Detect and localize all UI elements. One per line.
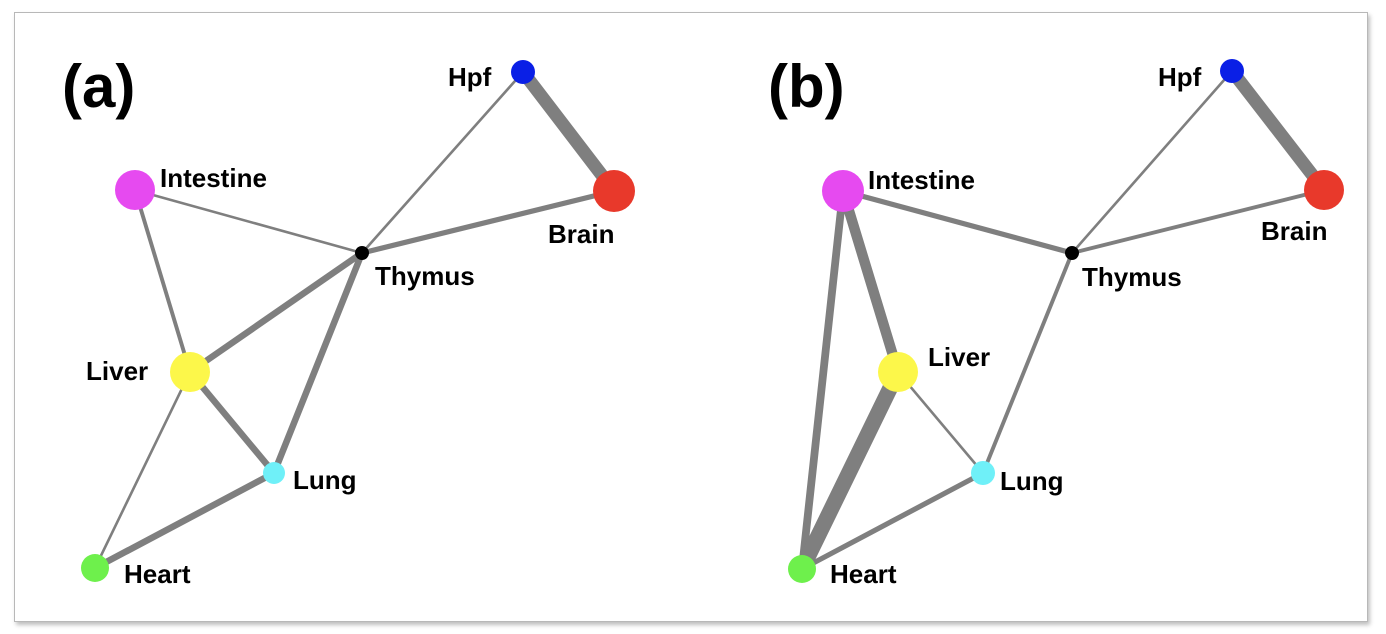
node-brain [593,170,635,212]
node-liver [878,352,918,392]
node-brain [1304,170,1344,210]
edge-thymus-lung [981,251,1074,475]
edge-intestine-thymus [133,188,364,255]
panel-b-edges [794,64,1331,577]
node-label-heart: Heart [124,559,191,589]
edge-intestine-heart [798,187,847,573]
edge-thymus-brain [359,188,617,256]
panel-a-label: (a) [62,53,135,120]
node-label-lung: Lung [1000,466,1064,496]
node-label-brain: Brain [1261,216,1327,246]
node-lung [971,461,995,485]
node-liver [170,352,210,392]
edge-liver-lung [896,370,985,475]
panel-a-edges [91,65,621,572]
edge-heart-lung [91,469,278,572]
node-thymus [355,246,369,260]
node-label-heart: Heart [830,559,897,589]
node-label-brain: Brain [548,219,614,249]
node-label-liver: Liver [928,342,990,372]
edge-hpf-brain [1225,64,1331,197]
node-thymus [1065,246,1079,260]
figure-frame [14,12,1368,622]
edge-intestine-liver [837,185,904,378]
panel-b-nodes [788,59,1344,583]
edge-liver-heart [93,370,192,570]
panel-b-label: (b) [768,53,845,120]
edge-liver-lung [186,368,278,477]
edge-liver-thymus [186,249,366,376]
node-label-thymus: Thymus [1082,262,1182,292]
panel-a-nodes [81,60,635,582]
node-label-hpf: Hpf [448,62,492,92]
edge-heart-lung [799,470,986,572]
node-heart [788,555,816,583]
node-hpf [511,60,535,84]
node-label-thymus: Thymus [375,261,475,291]
edge-liver-heart [794,364,906,577]
edge-hpf-brain [516,65,621,198]
node-label-hpf: Hpf [1158,62,1202,92]
node-intestine [115,170,155,210]
edge-intestine-thymus [840,188,1075,256]
edge-hpf-thymus [360,70,525,255]
node-label-intestine: Intestine [160,163,267,193]
node-lung [263,462,285,484]
edge-thymus-brain [1070,188,1326,255]
edge-intestine-liver [133,188,192,374]
node-label-liver: Liver [86,356,148,386]
edge-thymus-lung [270,249,366,477]
node-intestine [822,170,864,212]
node-heart [81,554,109,582]
node-label-intestine: Intestine [868,165,975,195]
node-label-lung: Lung [293,465,357,495]
node-hpf [1220,59,1244,83]
edge-hpf-thymus [1070,69,1234,255]
